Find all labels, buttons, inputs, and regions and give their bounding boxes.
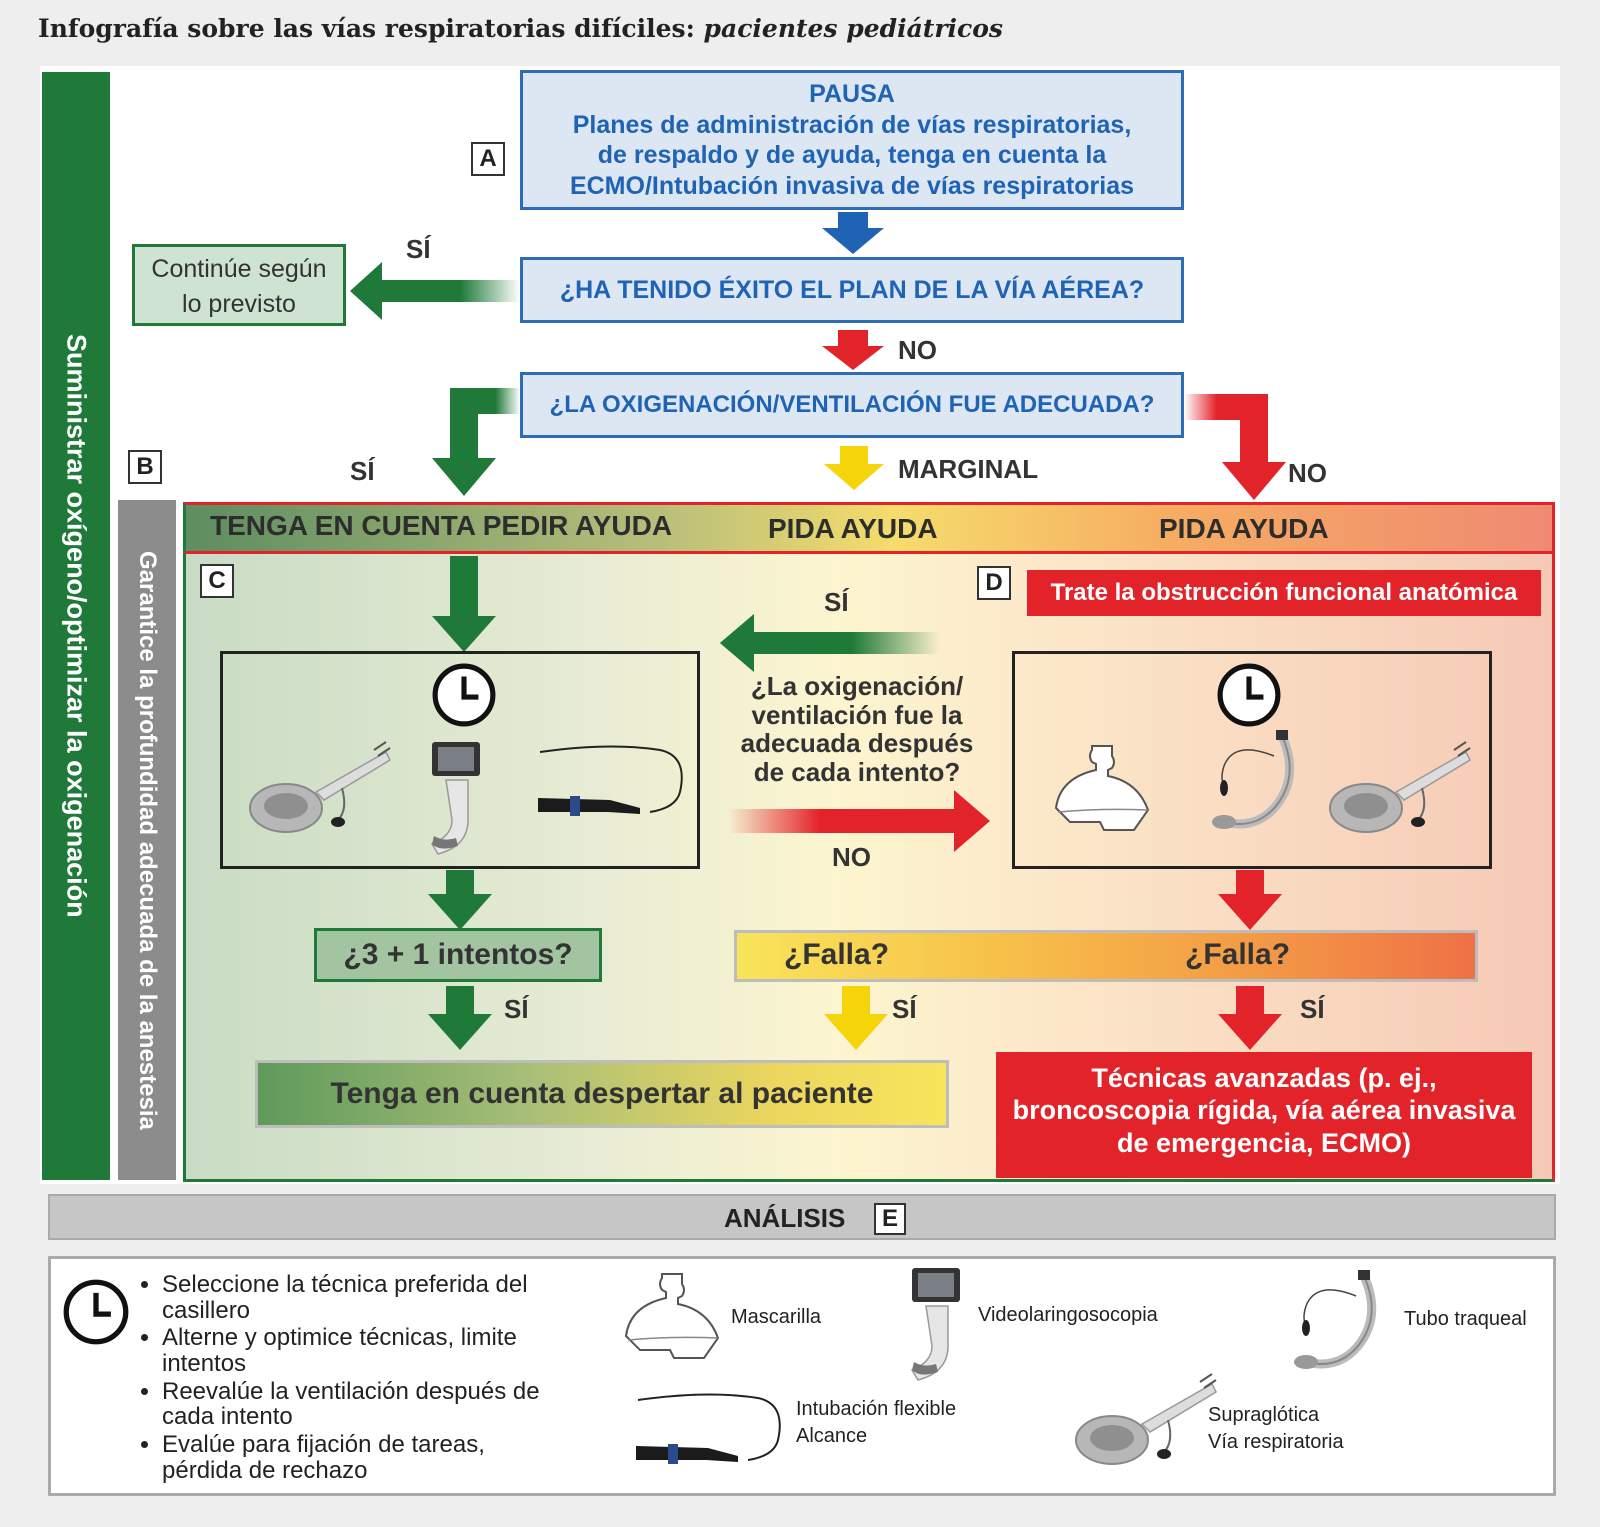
legend-sga-label: Supraglótica Vía respiratoria xyxy=(1208,1404,1344,1453)
arrow-attempts-yes xyxy=(428,986,492,1050)
fail-label-right: ¿Falla? xyxy=(1185,938,1291,971)
fail-label-left: ¿Falla? xyxy=(784,938,890,971)
tag-c: C xyxy=(200,564,234,598)
label-marginal: MARGINAL xyxy=(898,454,1039,484)
treat-obstruction-box: Trate la obstrucción funcional anatómica xyxy=(1027,570,1541,616)
tracheal-tube-icon xyxy=(1272,1270,1392,1380)
legend-box xyxy=(48,1256,1556,1496)
face-mask-icon xyxy=(622,1270,722,1370)
flexible-scope-icon xyxy=(530,742,690,822)
arrow-fail-yes-red xyxy=(1218,986,1282,1050)
tag-b: B xyxy=(128,450,162,484)
label-si-center: SÍ xyxy=(824,587,849,617)
arrow-c-down-2 xyxy=(428,870,492,930)
arrow-marginal-yellow xyxy=(824,446,884,490)
label-si-attempts: SÍ xyxy=(504,994,529,1024)
page-title: Infografía sobre las vías respiratorias … xyxy=(38,14,1003,43)
videolaryngoscope-icon xyxy=(906,1266,966,1386)
clock-icon xyxy=(62,1278,130,1346)
arrow-center-no xyxy=(728,790,990,852)
flexible-scope-icon xyxy=(628,1390,788,1470)
laryngeal-mask-icon xyxy=(246,740,396,840)
box-a-pause: PAUSA Planes de administración de vías r… xyxy=(520,70,1184,210)
legend-bullet: Alterne y optimice técnicas, limite inte… xyxy=(162,1325,560,1377)
label-no-1: NO xyxy=(898,335,937,365)
help-band-mid: PIDA AYUDA xyxy=(768,513,938,544)
legend-flex-label: Intubación flexible Alcance xyxy=(796,1398,957,1447)
label-si-continue: SÍ xyxy=(406,234,431,264)
legend-bullets: Seleccione la técnica preferida del casi… xyxy=(140,1272,560,1485)
side-bar-oxygen: Suministrar oxígeno/optimizar la oxigena… xyxy=(42,72,110,1180)
center-question: ¿La oxigenación/ ventilación fue la adec… xyxy=(740,671,974,787)
fail-box xyxy=(734,930,1478,982)
laryngeal-mask-icon xyxy=(1072,1372,1222,1472)
arrow-yes-green-left xyxy=(432,388,520,496)
legend-video-label: Videolaringosocopia xyxy=(978,1304,1158,1326)
wake-patient-box: Tenga en cuenta despertar al paciente xyxy=(255,1060,949,1128)
arrow-blue-down xyxy=(822,212,884,254)
legend-bullet: Seleccione la técnica preferida del casi… xyxy=(162,1272,560,1324)
face-mask-icon xyxy=(1052,742,1152,842)
question-plan-success: ¿HA TENIDO ÉXITO EL PLAN DE LA VÍA AÉREA… xyxy=(520,257,1184,323)
arrow-center-yes xyxy=(720,614,940,672)
device-box-c xyxy=(220,651,700,869)
laryngeal-mask-icon xyxy=(1326,740,1476,840)
legend-bullet: Evalúe para fijación de tareas, pérdida … xyxy=(162,1432,560,1484)
help-band xyxy=(183,502,1555,554)
advanced-techniques-box: Técnicas avanzadas (p. ej., broncoscopia… xyxy=(996,1052,1532,1178)
arrow-d-down xyxy=(1218,870,1282,930)
label-si-fail-right: SÍ xyxy=(1300,994,1325,1024)
arrow-yes-continue xyxy=(350,262,520,320)
legend-mask-label: Mascarilla xyxy=(731,1306,822,1328)
label-no-right: NO xyxy=(1288,458,1327,488)
arrow-red-no-1 xyxy=(822,330,884,370)
clock-icon xyxy=(431,662,497,728)
label-no-center: NO xyxy=(832,842,871,872)
tag-e: E xyxy=(874,1203,906,1235)
analysis-label: ANÁLISIS xyxy=(724,1203,846,1233)
tracheal-tube-icon xyxy=(1190,730,1310,840)
analysis-bar xyxy=(48,1194,1556,1240)
legend-bullet: Reevalúe la ventilación después de cada … xyxy=(162,1378,560,1430)
tag-d: D xyxy=(977,566,1011,600)
arrow-c-down xyxy=(432,556,496,652)
videolaryngoscope-icon xyxy=(426,740,486,860)
label-si-left: SÍ xyxy=(350,456,375,486)
legend-tube-label: Tubo traqueal xyxy=(1404,1308,1527,1330)
side-bar-anesthesia: Garantice la profundidad adecuada de la … xyxy=(118,500,176,1180)
help-band-left: TENGA EN CUENTA PEDIR AYUDA xyxy=(210,510,673,541)
help-band-right: PIDA AYUDA xyxy=(1159,513,1329,544)
label-si-fail-mid: SÍ xyxy=(892,994,917,1024)
device-box-d xyxy=(1012,651,1492,869)
continue-box: Continúe según lo previsto xyxy=(132,244,346,326)
arrow-fail-yes-yellow xyxy=(824,986,888,1050)
attempts-box: ¿3 + 1 intentos? xyxy=(314,928,602,982)
arrow-no-red-right xyxy=(1184,394,1286,500)
clock-icon xyxy=(1216,662,1282,728)
question-oxygenation: ¿LA OXIGENACIÓN/VENTILACIÓN FUE ADECUADA… xyxy=(520,372,1184,438)
tag-a: A xyxy=(471,142,505,176)
